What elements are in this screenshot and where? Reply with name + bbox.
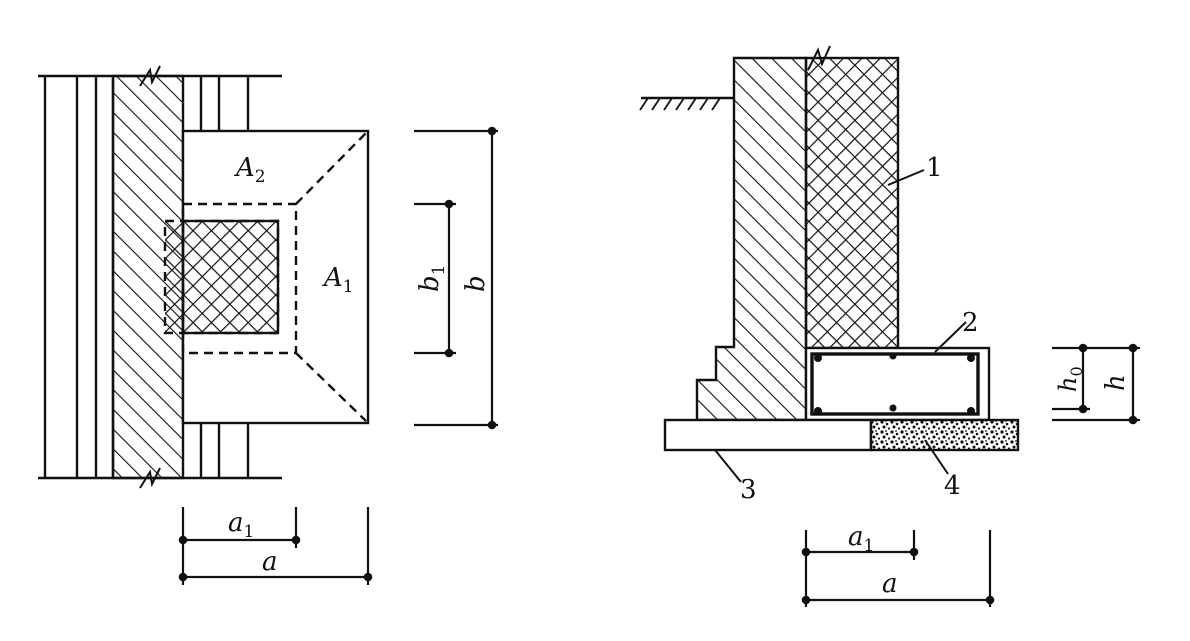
label-a1-right: a1: [848, 522, 874, 556]
bearing-area: [163, 129, 370, 425]
callout-2: 2: [962, 308, 979, 338]
ground-hatch: [639, 97, 721, 111]
label-a-left: a: [262, 547, 278, 577]
dimension-a-right: [801, 530, 995, 607]
label-A1: A1: [322, 263, 354, 297]
label-b: b: [461, 275, 491, 292]
label-a-right: a: [882, 569, 898, 599]
dimension-b: [414, 126, 498, 430]
label-a1-left: a1: [228, 508, 254, 542]
callout-3: 3: [740, 475, 757, 505]
callout-1: 1: [926, 153, 943, 183]
callout-4: 4: [944, 471, 961, 501]
plan-view: [38, 65, 370, 489]
label-h: h: [1101, 374, 1131, 391]
label-A2: A2: [234, 153, 266, 187]
section-view: [639, 45, 1020, 483]
dimension-a-left: [178, 507, 373, 585]
label-h0: h0: [1054, 366, 1086, 392]
dimension-h: [1052, 343, 1140, 425]
label-b1: b1: [415, 265, 449, 292]
